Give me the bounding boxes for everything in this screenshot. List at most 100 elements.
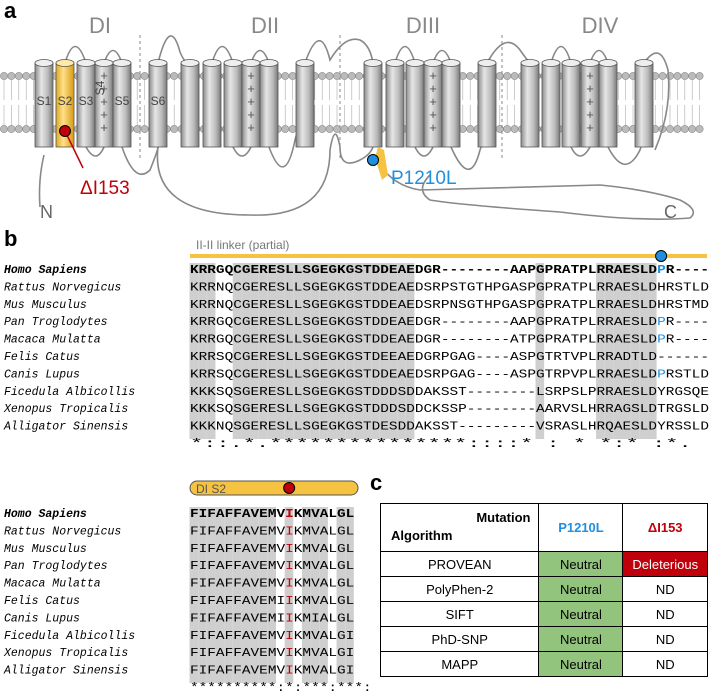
loop-segment [550,45,572,64]
lipid-head [22,72,31,80]
lipid-head [340,125,349,133]
segment-label-s4: S4 [93,80,107,95]
aln1-species-9: Alligator Sinensis [3,421,128,434]
lipid-head [621,125,630,133]
aln1-conserved-column [622,263,631,439]
aln1-conserved-column [647,263,657,439]
aln1-conservation-line: *::.*.***************::::* : * *:* :*. [190,438,692,451]
lipid-head [0,125,8,133]
aln2-conserved-column [232,507,242,683]
aln1-conserved-column [379,263,389,439]
helices: ++++++++++++++++++++ [34,59,654,148]
header-mutation-label: Mutation [476,510,531,525]
aln2-conserved-column [310,507,320,683]
aln1-conserved-column [405,263,415,439]
aln1-conserved-column [250,263,259,439]
segment-label-s6: S6 [151,94,166,108]
algorithm-cell: MAPP [379,651,540,677]
lipid-head [510,125,519,133]
aln1-conserved-column [336,263,346,439]
aln1-conserved-column [371,263,380,439]
lipid-head [680,125,689,133]
lipid-head [503,125,512,133]
aln2-species-4: Macaca Mulatta [4,578,101,591]
aln2-conserved-column [206,507,216,683]
aln2-species-6: Canis Lupus [4,612,80,625]
aln2-conserved-column [198,507,207,683]
aln1-conserved-column [535,263,545,439]
aln2-species-2: Mus Musculus [4,543,87,556]
charge-plus: + [247,68,255,83]
loop-segment [486,41,531,64]
helix-d2-s5 [259,59,279,148]
lipid-head [22,125,31,133]
aln1-species-1: Rattus Norvegicus [4,281,121,294]
aln2-conserved-column [241,507,251,683]
lipid-head [347,125,356,133]
aln2-conserved-column [319,507,328,683]
p1210l-marker [367,154,379,166]
aln2-conserved-column [345,507,354,683]
helix-d1-s1 [34,59,54,148]
aln1-conserved-column [345,263,354,439]
del153-cell: ND [622,601,708,627]
aln2-species-9: Alligator Sinensis [3,665,128,678]
panel-label-b: b [4,226,18,251]
aln2-conserved-column [250,507,259,683]
table-header-row: Mutation Algorithm P1210L ΔI153 [379,503,708,552]
segment-label-s1: S1 [37,94,52,108]
header-p1210l: P1210L [538,503,624,552]
lipid-head [7,72,16,80]
algorithm-cell: PolyPhen-2 [379,576,540,602]
panel-label-a: a [4,0,17,23]
charge-plus: + [100,68,108,83]
aln2-conserved-column [215,507,225,683]
aln1-conserved-column [319,263,328,439]
domain-label-3: DIII [406,13,440,38]
aln1-conserved-column [276,263,285,439]
del153-cell: ND [622,651,708,677]
helix-d3-s4: +++++ [423,59,443,148]
loop-segment [377,159,695,220]
charge-plus: + [586,107,594,122]
aln2-conserved-column [267,507,276,683]
aln1-conserved-column [284,263,294,439]
helix-d2-s1 [180,59,200,148]
helix-d1-s5 [112,59,132,148]
helix-d2-s3 [223,59,243,148]
n-terminus-label: N [40,202,53,222]
lipid-head [673,125,682,133]
aln1-conserved-column [613,263,622,439]
charge-plus: + [429,68,437,83]
linker-label: II-II linker (partial) [196,238,289,252]
lipid-head [7,125,16,133]
charge-plus: + [586,120,594,135]
charge-plus: + [586,68,594,83]
helix-d1-s4: +++++ [94,59,114,148]
aln2-species-8: Xenopus Tropicalis [3,647,128,660]
aln1-conserved-column [388,263,398,439]
aln2-conserved-column [336,507,346,683]
helix-d3-s3 [405,59,425,148]
loop-segment [156,133,374,216]
aln1-conserved-column [189,263,199,439]
charge-plus: + [429,120,437,135]
header-del153: ΔI153 [622,503,708,552]
aln1-conserved-column [198,263,207,439]
p1210l-linker-highlight [375,147,388,180]
helix-d4-s5 [598,59,618,148]
aln1-species-7: Ficedula Albicollis [4,386,135,399]
ds2-bar [189,480,359,496]
helix-d3-s6 [477,59,497,148]
lipid-head [288,125,297,133]
lipid-head [140,125,149,133]
charge-plus: + [429,81,437,96]
lipid-head [170,72,179,80]
